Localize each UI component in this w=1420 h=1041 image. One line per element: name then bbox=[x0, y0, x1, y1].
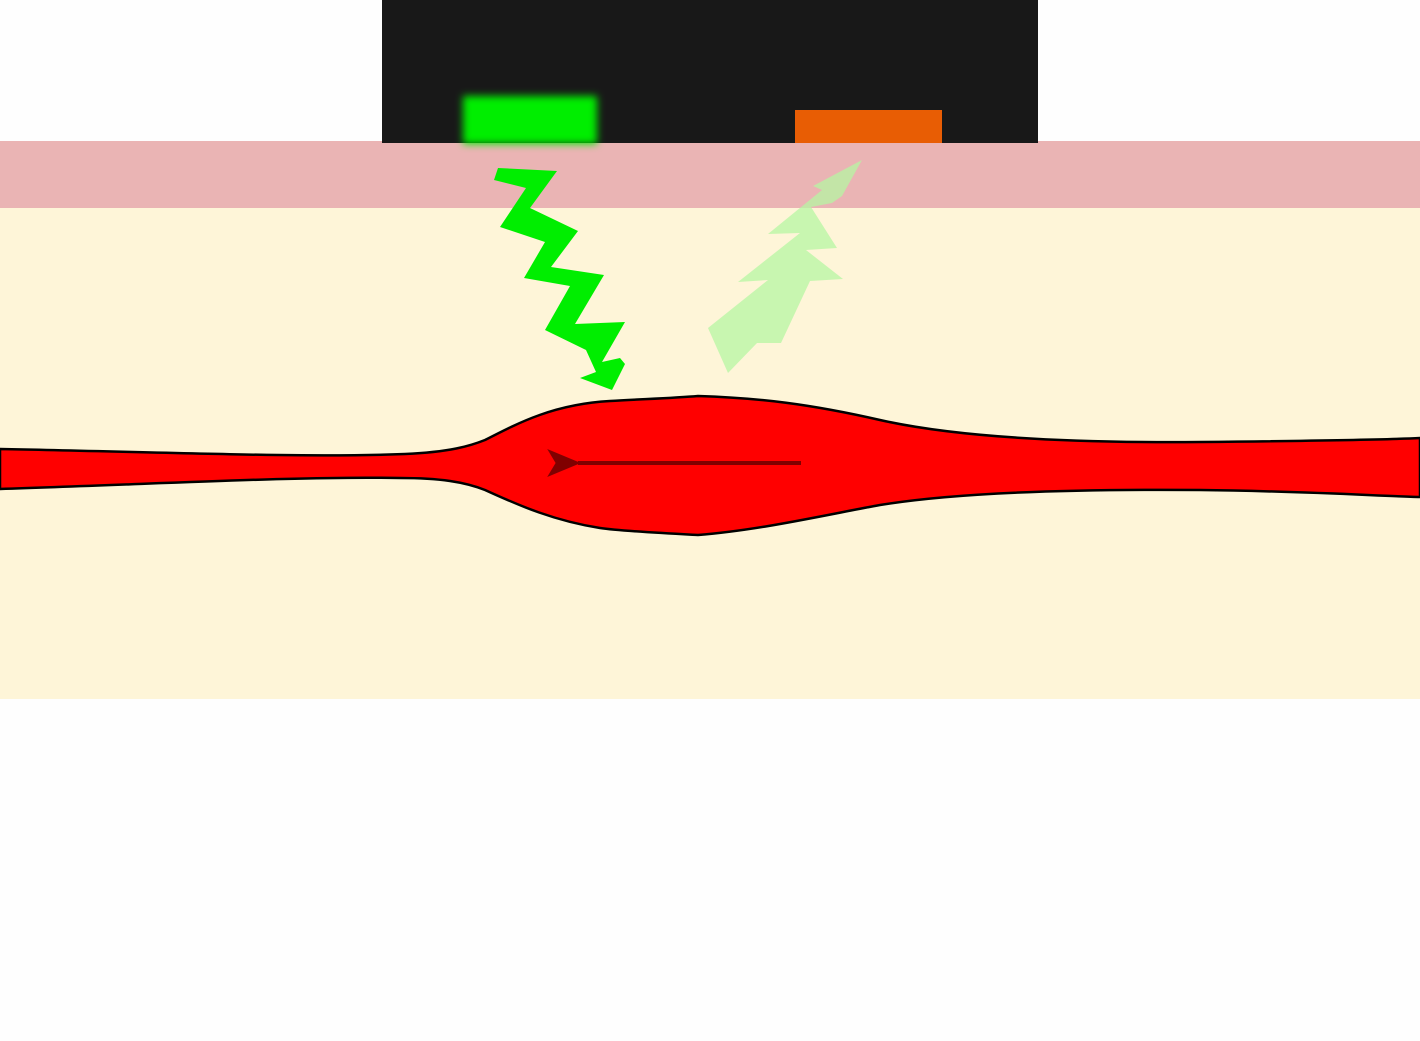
photodetector-icon bbox=[795, 110, 942, 143]
skin-layer bbox=[0, 141, 1420, 208]
incident-light-icon bbox=[494, 168, 625, 390]
blood-vessel bbox=[0, 394, 1420, 537]
reflected-light-icon bbox=[708, 160, 862, 373]
emitter-led-icon bbox=[463, 96, 597, 144]
